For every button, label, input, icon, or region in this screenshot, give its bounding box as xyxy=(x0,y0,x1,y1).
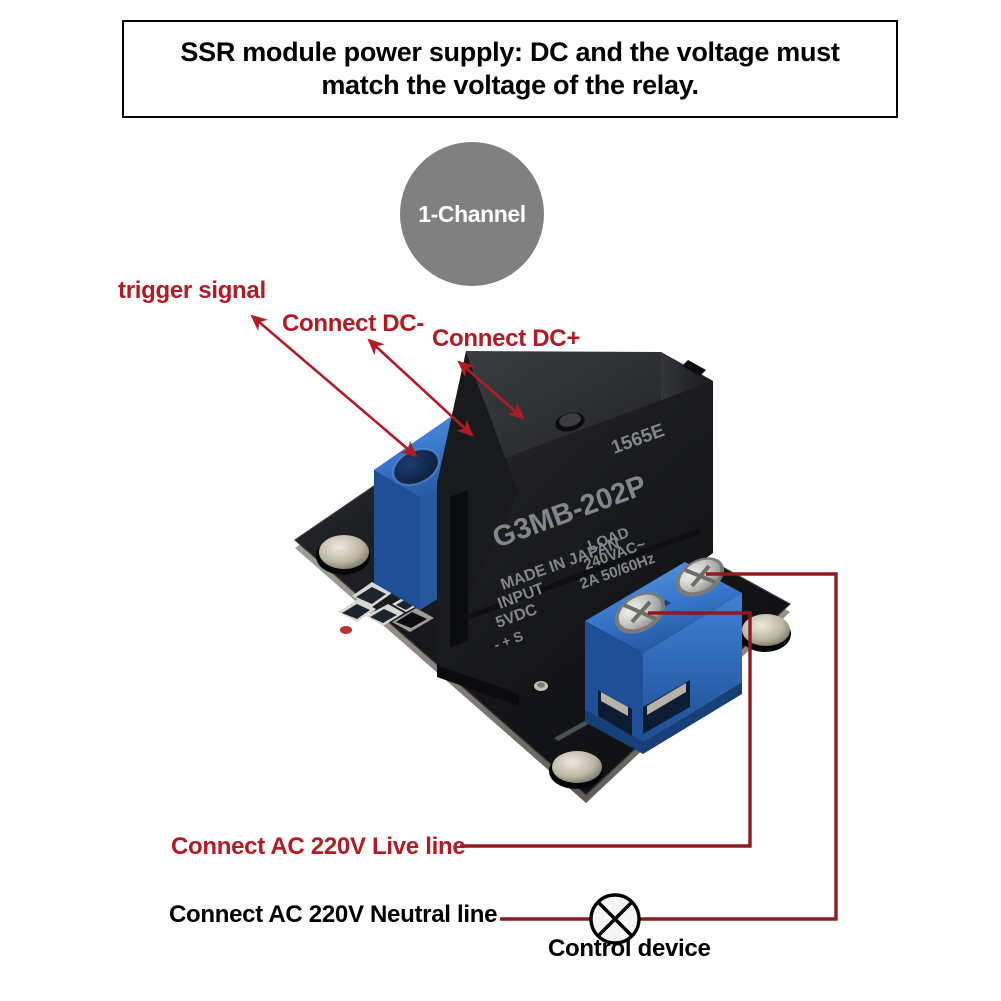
label-trigger-signal: trigger signal xyxy=(118,277,266,304)
channel-badge-label: 1-Channel xyxy=(418,200,526,227)
label-connect-dc-plus: Connect DC+ xyxy=(432,325,581,352)
notice-box: SSR module power supply: DC and the volt… xyxy=(122,20,898,118)
label-connect-ac-live: Connect AC 220V Live line xyxy=(171,833,466,860)
label-control-device: Control device xyxy=(548,935,711,962)
label-connect-dc-minus: Connect DC- xyxy=(282,310,425,337)
channel-badge: 1-Channel xyxy=(400,142,544,286)
label-connect-ac-neutral: Connect AC 220V Neutral line xyxy=(169,901,498,928)
notice-text: SSR module power supply: DC and the volt… xyxy=(180,37,840,100)
